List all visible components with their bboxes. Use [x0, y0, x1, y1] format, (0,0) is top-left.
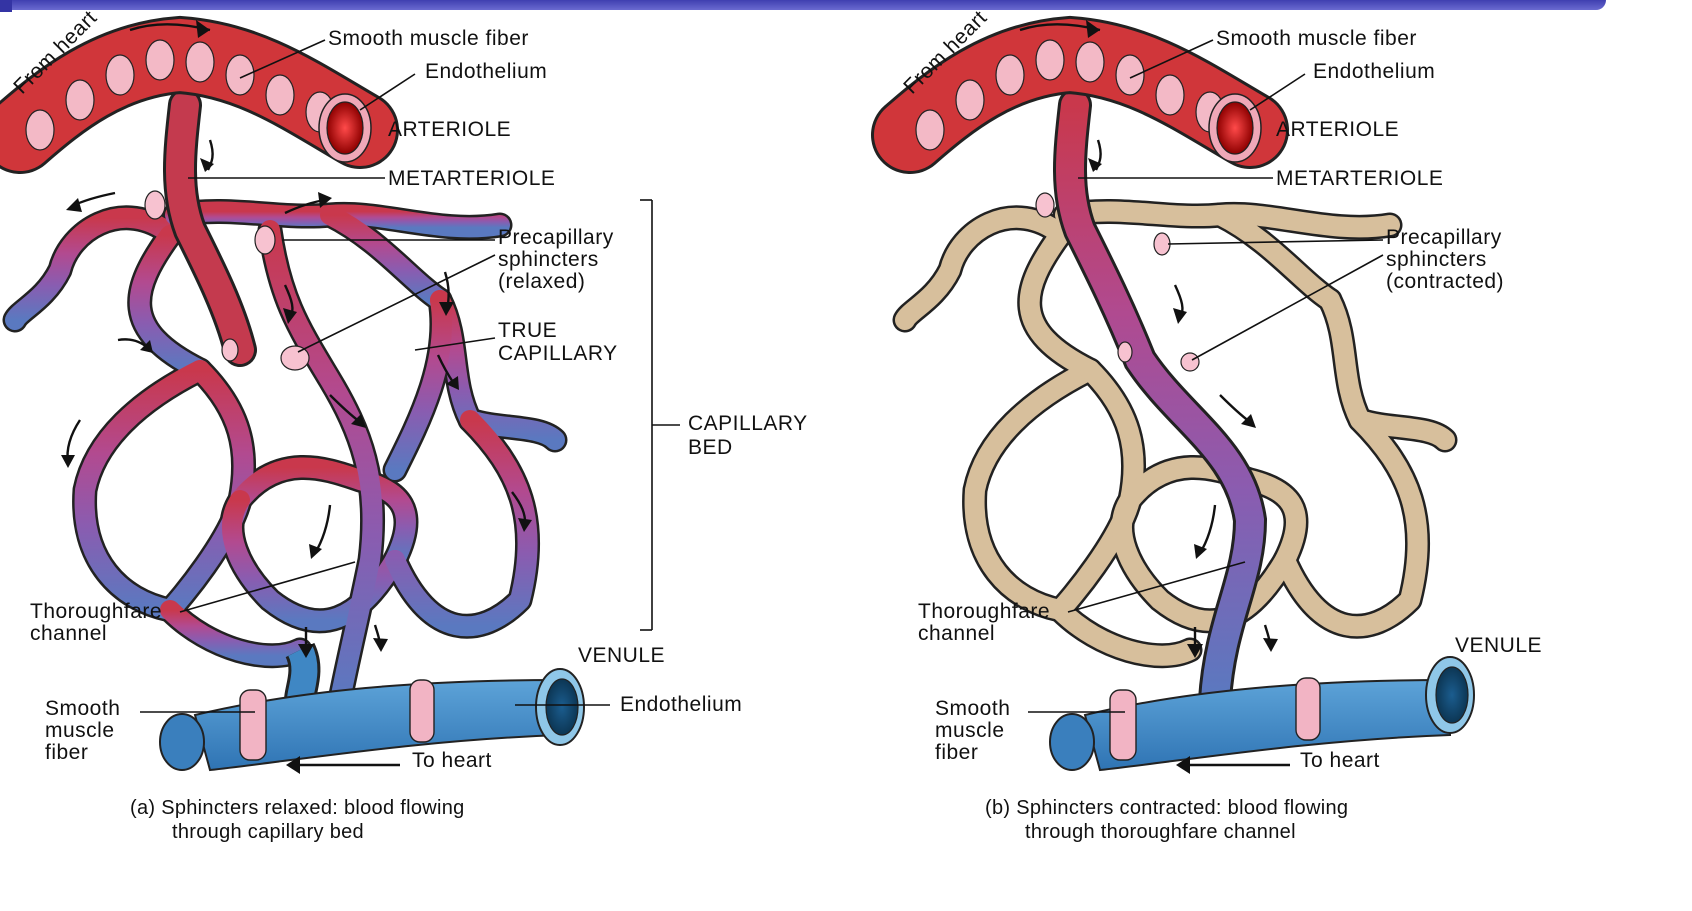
smooth-muscle-fiber-label-b: Smooth muscle fiber — [1216, 27, 1417, 50]
to-heart-label-b: To heart — [1300, 749, 1380, 772]
smooth-muscle-fiber-label-a: Smooth muscle fiber — [328, 27, 529, 50]
panel-b: From heart Smooth muscle fiber Endotheli… — [899, 6, 1542, 843]
metarteriole-label-b: METARTERIOLE — [1276, 167, 1443, 190]
caption-a-2: through capillary bed — [172, 821, 364, 843]
thoroughfare-label-b-1: Thoroughfare — [918, 600, 1050, 623]
smooth-label-a-2: muscle — [45, 719, 115, 742]
precapillary-label-a-1: Precapillary — [498, 226, 614, 249]
smooth-label-a-3: fiber — [45, 741, 88, 764]
venule-label-a: VENULE — [578, 644, 665, 667]
arteriole-label-a: ARTERIOLE — [388, 118, 511, 141]
caption-b-1: (b) Sphincters contracted: blood flowing — [985, 797, 1348, 819]
smooth-label-b-2: muscle — [935, 719, 1005, 742]
smooth-label-a-1: Smooth — [45, 697, 120, 720]
thoroughfare-label-a-2: channel — [30, 622, 107, 645]
endothelium-top-label-b: Endothelium — [1313, 60, 1435, 83]
capillary-bed-label-1: CAPILLARY — [688, 412, 808, 435]
arteriole-label-b: ARTERIOLE — [1276, 118, 1399, 141]
venule-a — [160, 650, 584, 770]
metarteriole-label-a: METARTERIOLE — [388, 167, 555, 190]
true-capillary-label-a-1: TRUE — [498, 319, 557, 342]
precapillary-label-b-1: Precapillary — [1386, 226, 1502, 249]
true-capillary-label-a-2: CAPILLARY — [498, 342, 618, 365]
to-heart-label-a: To heart — [412, 749, 492, 772]
capillary-bed-label-2: BED — [688, 436, 733, 459]
precapillary-label-b-3: (contracted) — [1386, 270, 1504, 293]
smooth-label-b-3: fiber — [935, 741, 978, 764]
precapillary-label-a-3: (relaxed) — [498, 270, 585, 293]
thoroughfare-label-a-1: Thoroughfare — [30, 600, 162, 623]
venule-label-b: VENULE — [1455, 634, 1542, 657]
smooth-label-b-1: Smooth — [935, 697, 1010, 720]
endothelium-bottom-label-a: Endothelium — [620, 693, 742, 716]
venule-b — [1050, 657, 1474, 770]
endothelium-top-label-a: Endothelium — [425, 60, 547, 83]
precapillary-label-b-2: sphincters — [1386, 248, 1487, 271]
capillary-network-b — [905, 211, 1445, 655]
caption-b-2: through thoroughfare channel — [1025, 821, 1296, 843]
precapillary-label-a-2: sphincters — [498, 248, 599, 271]
panel-a: From heart Smooth muscle fiber Endotheli… — [9, 6, 807, 843]
thoroughfare-label-b-2: channel — [918, 622, 995, 645]
caption-a-1: (a) Sphincters relaxed: blood flowing — [130, 797, 465, 819]
